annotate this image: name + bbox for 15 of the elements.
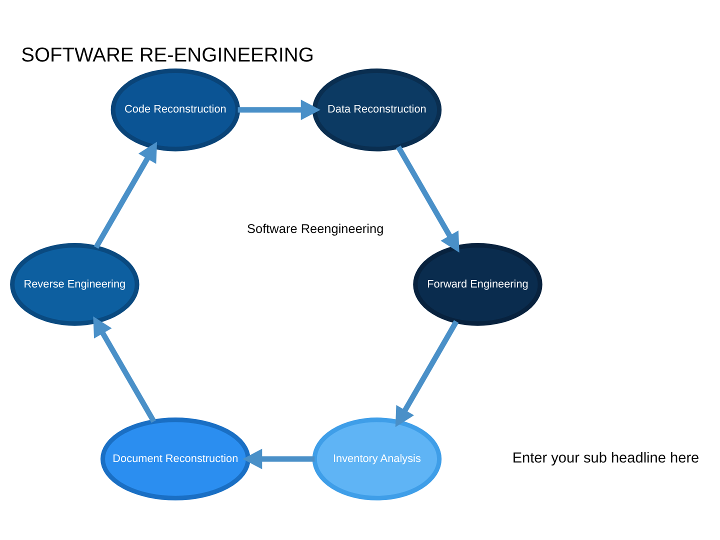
label: Software Reengineering <box>247 221 384 236</box>
node-ellipse: Document Reconstruction <box>100 418 250 500</box>
node-ellipse: Inventory Analysis <box>312 418 442 500</box>
node-ellipse: Data Reconstruction <box>312 68 442 152</box>
arrow <box>238 100 320 120</box>
arrow <box>396 146 460 253</box>
node-ellipse: Reverse Engineering <box>10 243 140 326</box>
node-ellipse: Code Reconstruction <box>110 68 240 152</box>
arrow <box>94 142 158 249</box>
arrow <box>93 316 156 423</box>
node-ellipse: Forward Engineering <box>413 243 542 326</box>
arrow <box>242 448 315 470</box>
label: Enter your sub headline here <box>512 450 700 467</box>
arrow <box>395 320 459 428</box>
diagram-title: SOFTWARE RE-ENGINEERING <box>21 44 314 66</box>
